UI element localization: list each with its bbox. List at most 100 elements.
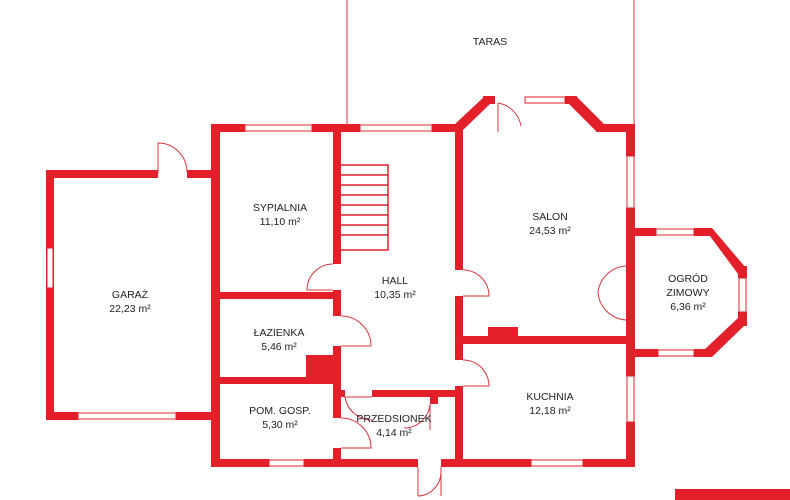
room-area: 10,35 m²	[374, 289, 416, 301]
staircase	[341, 164, 389, 251]
window-east-kitchen	[626, 375, 635, 423]
window-wg-bottom	[657, 349, 695, 357]
garage-wall-left	[46, 170, 54, 420]
room-name: PRZEDSIONEK	[356, 413, 432, 425]
winter-garden-bottom-b	[694, 349, 712, 357]
room-name: KUCHNIA	[526, 391, 574, 403]
door-bedroom	[306, 263, 334, 291]
window-wg-right	[738, 277, 747, 313]
window-garage-left	[46, 247, 54, 289]
wall-salon-west-upper	[455, 124, 463, 270]
room-name: SYPIALNIA	[252, 202, 308, 214]
east-wall-lower-a	[626, 340, 635, 376]
wall-salon-west-lower	[455, 296, 463, 344]
window-south-a	[268, 459, 305, 467]
room-kitchen: KUCHNIA 12,18 m²	[526, 390, 573, 418]
wall-vestibule-top-b	[372, 390, 462, 397]
wall-kitchen-west-a	[455, 344, 463, 360]
winter-garden-top-b	[694, 228, 712, 236]
garage-wall-top-left	[46, 170, 158, 178]
room-area: 5,30 m²	[262, 419, 298, 431]
terrace-lines	[346, 0, 635, 124]
room-area: 6,36 m²	[670, 301, 706, 313]
door-terrace	[497, 102, 522, 132]
bay-wall-top-right	[565, 96, 577, 104]
garage-wall-bottom-right	[176, 412, 219, 420]
room-name-line1: OGRÓD	[668, 273, 708, 285]
wall-bedroom-bathroom	[211, 292, 341, 299]
winter-garden-bottom-a	[626, 349, 658, 357]
east-wall-lower-b	[626, 422, 635, 467]
wall-utility-vestibule-a	[333, 384, 341, 418]
room-bedroom: SYPIALNIA 11,10 m²	[253, 201, 307, 229]
window-north-a	[244, 124, 313, 132]
north-wall-a	[211, 124, 245, 132]
window-south-c	[530, 459, 584, 467]
room-area: 4,14 m²	[376, 427, 412, 439]
bay-wall-right-diag	[568, 96, 604, 131]
garage-wall-top-right	[187, 170, 219, 178]
bay-wall-left-diag	[455, 96, 491, 131]
door-kitchen	[462, 359, 490, 387]
room-area: 11,10 m²	[259, 216, 301, 228]
wall-utility-vestibule-b	[333, 448, 341, 467]
corner-accent-bar	[675, 489, 790, 500]
winter-garden-right-b	[738, 312, 747, 326]
room-name: POM. GOSP.	[249, 405, 311, 417]
terrace-name: TARAS	[472, 36, 508, 48]
winter-garden-diag-top	[704, 228, 746, 274]
door-hall-vestibule	[403, 403, 431, 430]
window-bay-top	[524, 96, 566, 104]
south-wall-d	[583, 459, 635, 467]
winter-garden-diag-bottom	[704, 318, 746, 357]
room-area: 12,18 m²	[529, 405, 571, 417]
room-area: 22,23 m²	[109, 303, 151, 315]
room-name-line2: ZIMOWY	[666, 287, 710, 299]
north-wall-d	[596, 124, 634, 132]
winter-garden-right	[738, 266, 747, 278]
room-area: 5,46 m²	[261, 341, 297, 353]
room-vestibule: PRZEDSIONEK 4,14 m²	[356, 412, 431, 440]
south-wall-a	[211, 459, 269, 467]
door-winter-garden	[597, 265, 627, 321]
window-north-b	[359, 124, 433, 132]
wall-vestibule-east	[430, 390, 438, 404]
bathroom-shaft	[306, 355, 341, 383]
south-wall-b	[304, 459, 418, 467]
door-vestibule	[344, 396, 373, 421]
door-garage	[157, 142, 188, 174]
door-bathroom	[340, 315, 372, 347]
room-salon: SALON 24,53 m²	[529, 210, 570, 238]
room-utility: POM. GOSP. 5,30 m²	[249, 404, 311, 432]
door-entrance	[417, 467, 442, 497]
wall-bathroom-utility	[211, 377, 341, 384]
south-wall-c	[441, 459, 531, 467]
room-bathroom: ŁAZIENKA 5,46 m²	[254, 326, 305, 354]
bay-wall-top-left	[483, 96, 495, 104]
window-east-salon	[626, 155, 635, 209]
room-name: HALL	[381, 275, 409, 287]
wall-salon-kitchen	[455, 336, 635, 344]
terrace-label: TARAS	[473, 35, 507, 49]
window-garage-bottom	[77, 412, 177, 420]
door-swings	[157, 102, 627, 497]
north-wall-c	[432, 124, 462, 132]
room-garage: GARAŻ 22,23 m²	[109, 288, 150, 316]
door-salon	[462, 269, 490, 297]
room-hall: HALL 10,35 m²	[374, 274, 415, 302]
east-wall-upper	[626, 124, 635, 156]
garage-wall-bottom-left	[46, 412, 78, 420]
room-area: 24,53 m²	[529, 225, 571, 237]
wall-hall-west-upper	[333, 124, 341, 264]
room-name: ŁAZIENKA	[253, 327, 305, 339]
windows	[46, 96, 747, 467]
wall-kitchen-west-b	[455, 386, 463, 467]
wall-hall-west-mid	[333, 290, 341, 316]
east-wall-mid	[626, 208, 635, 358]
window-wg-top	[655, 228, 695, 236]
door-utility	[340, 417, 372, 449]
room-winter-garden: OGRÓD ZIMOWY 6,36 m²	[666, 272, 709, 314]
walls	[46, 96, 747, 467]
winter-garden-top-a	[626, 228, 656, 236]
